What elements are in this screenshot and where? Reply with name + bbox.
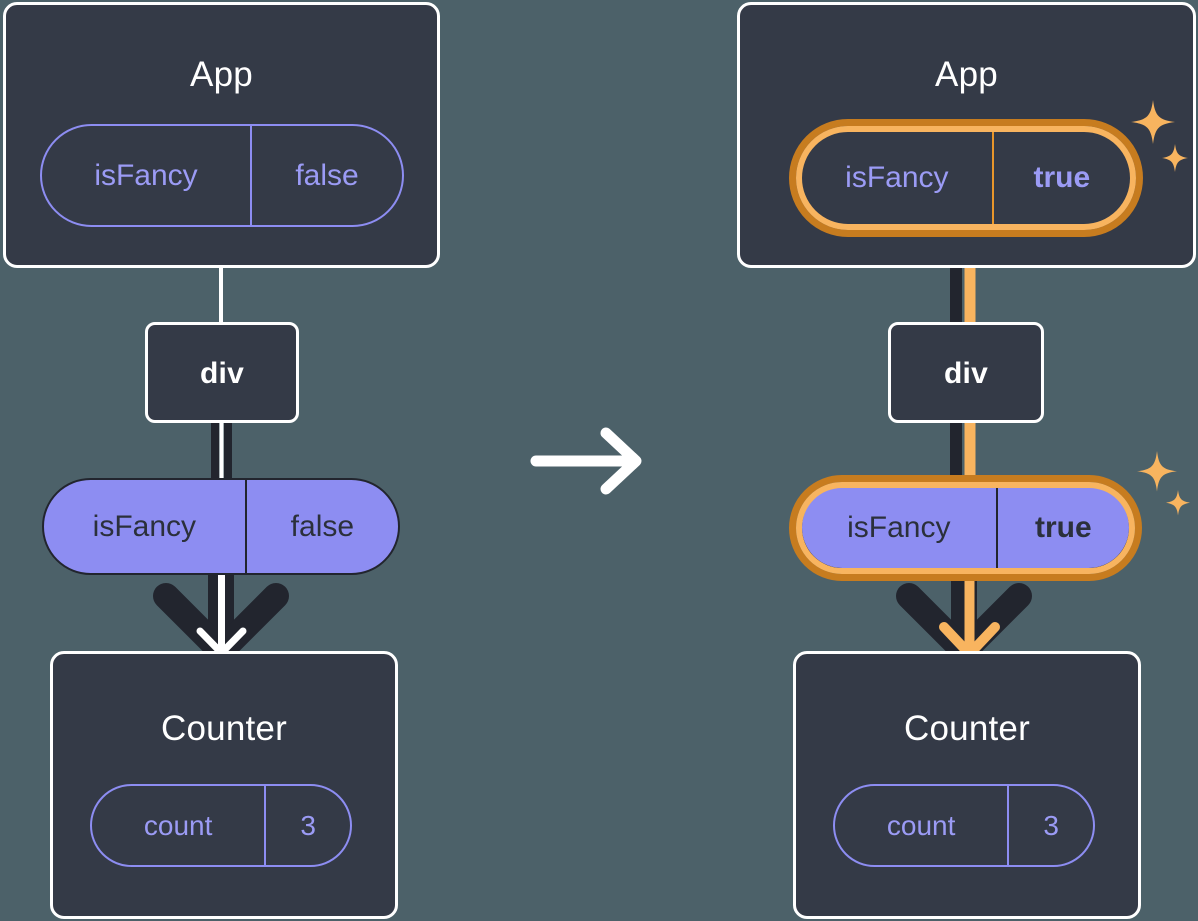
props-pill-key-after: isFancy <box>847 510 951 544</box>
arrow-pill-to-counter-right <box>896 570 1032 664</box>
sparkle-small-icon <box>1166 490 1190 516</box>
div-node-after[interactable]: div <box>888 322 1044 423</box>
app-node-title-before: App <box>190 55 253 94</box>
div-node-title-before: div <box>200 357 244 390</box>
app-prop-value-after: true <box>991 132 1130 224</box>
props-pill-after[interactable]: isFancy true <box>800 485 1131 570</box>
counter-node-title-after: Counter <box>904 709 1030 748</box>
arrow-right-head <box>600 427 642 495</box>
counter-state-pill-before[interactable]: count 3 <box>90 784 352 867</box>
div-node-title-after: div <box>944 357 988 390</box>
props-pill-before[interactable]: isFancy false <box>42 478 400 575</box>
props-pill-key-before: isFancy <box>92 509 197 543</box>
arrow-pill-to-counter-left <box>153 570 289 664</box>
app-prop-key-after: isFancy <box>845 161 949 194</box>
props-pill-sparkles-after <box>1137 451 1190 516</box>
sparkle-large-icon <box>1137 451 1177 492</box>
transition-arrow <box>530 427 642 495</box>
props-pill-value-before: false <box>244 480 398 573</box>
props-pill-value-after: true <box>995 487 1129 568</box>
app-prop-pill-before[interactable]: isFancy false <box>40 124 404 227</box>
counter-state-key-before: count <box>143 809 213 841</box>
arrow-overlay-left <box>196 570 247 657</box>
counter-state-value-before: 3 <box>264 786 350 865</box>
app-prop-pill-after[interactable]: isFancy true <box>800 130 1132 226</box>
counter-state-value-after: 3 <box>1007 786 1093 865</box>
div-node-before[interactable]: div <box>145 322 299 423</box>
app-prop-key-before: isFancy <box>94 158 198 192</box>
counter-node-title-before: Counter <box>161 709 287 748</box>
app-node-title-after: App <box>935 55 998 94</box>
app-prop-value-before: false <box>250 126 402 225</box>
counter-state-key-after: count <box>886 809 956 841</box>
counter-state-pill-after[interactable]: count 3 <box>833 784 1095 867</box>
